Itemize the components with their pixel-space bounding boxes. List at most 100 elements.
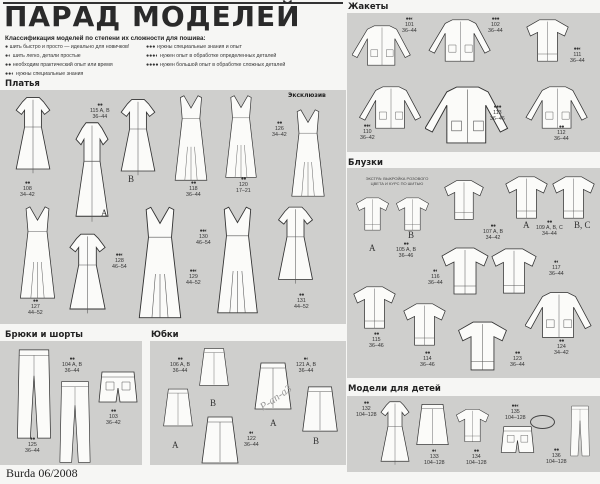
section-kids: Модели для детей [348, 384, 441, 394]
legend-text: шить легко, детали простые [12, 53, 81, 59]
pants-125-sketch [15, 348, 53, 440]
jacket-111-sketch [520, 18, 575, 63]
issue-footer: Burda 06/2008 [6, 466, 78, 480]
legend-text: нужен большой опыт в обработке сложных д… [160, 62, 286, 68]
section-skirts: Юбки [151, 330, 179, 340]
exclusive-label: Эксклюзив [288, 92, 326, 99]
section-dresses: Платья [5, 79, 40, 89]
variant-letter: B [313, 436, 320, 446]
variant-letter: A [172, 440, 179, 450]
blouse-116-sketch [440, 245, 490, 297]
legend-item: ●◐ шить легко, детали простые [5, 53, 81, 59]
blouse-109a-sketch [503, 175, 550, 220]
legend-text: шить быстро и просто — идеально для нови… [9, 44, 130, 50]
shorts-103-sketch [98, 370, 138, 405]
dress-127-sketch [10, 205, 65, 300]
variant-letter: B [128, 174, 135, 184]
variant-letter: A [101, 208, 108, 218]
legend-text: нужен опыт в обработке определенных дета… [160, 53, 277, 59]
section-jackets: Жакеты [348, 2, 389, 12]
dress-120-sketch [220, 94, 262, 179]
page-title: ПАРАД МОДЕЛЕЙ [4, 0, 301, 33]
variant-letter: B, C [574, 220, 591, 230]
dress-129-sketch [135, 205, 185, 320]
blouse-107-sketch [443, 175, 485, 225]
pants-104-sketch [58, 380, 92, 464]
legend-item: ● шить быстро и просто — идеально для но… [5, 44, 129, 50]
difficulty-dots: ●●● [146, 44, 156, 50]
blouse-109bc-sketch [550, 175, 597, 220]
kids-top-134-sketch [455, 403, 490, 448]
difficulty-dots: ●●●● [146, 62, 159, 68]
blouse-105a-sketch [355, 185, 390, 243]
blouse-124-sketch [525, 290, 593, 340]
legend-text: нужны специальные знания и опыт [156, 44, 242, 50]
difficulty-dots: ●●◐ [5, 71, 15, 77]
section-blouses: Блузки [348, 158, 383, 168]
legend-item: ●●●◐ нужен опыт в обработке определенных… [146, 53, 276, 59]
kids-skirt-133-sketch [415, 402, 450, 447]
dress-131-sketch [268, 205, 323, 290]
kids-dress-132-sketch [375, 400, 415, 470]
legend-heading: Классификация моделей по степени их слож… [5, 35, 206, 42]
variant-letter: A [523, 220, 530, 230]
variant-letter: A [270, 418, 277, 428]
difficulty-dots: ●● [5, 62, 12, 68]
dress-118-sketch [170, 94, 212, 182]
difficulty-dots: ●●●◐ [146, 53, 159, 59]
blouse-114-sketch [402, 302, 447, 347]
jacket-102-sketch [428, 18, 493, 63]
dress-126-sketch [290, 104, 326, 202]
dress-108-sketch [12, 95, 54, 180]
legend-item: ●●◐ нужны специальные знания [5, 71, 83, 77]
variant-letter: A [369, 243, 376, 253]
difficulty-dots: ● [5, 44, 9, 50]
dress-130-sketch [210, 205, 265, 315]
dress-128-sketch [65, 232, 110, 320]
dress-115b-sketch [117, 97, 159, 182]
section-pants: Брюки и шорты [5, 330, 83, 340]
legend-text: нужны специальные знания [15, 71, 84, 77]
skirt-106b-sketch [198, 347, 230, 387]
difficulty-dots: ●◐ [5, 53, 12, 59]
kids-belt-sketch [530, 415, 555, 429]
variant-letter: B [210, 398, 217, 408]
legend-text: необходим практический опыт или время [12, 62, 113, 68]
blouse-extra-note: ЭКСТРА: ВЫКРОЙКА РОЗОВОГО ЦВЕТА И КУРС П… [365, 176, 429, 186]
kids-shorts-135-sketch [500, 425, 535, 455]
